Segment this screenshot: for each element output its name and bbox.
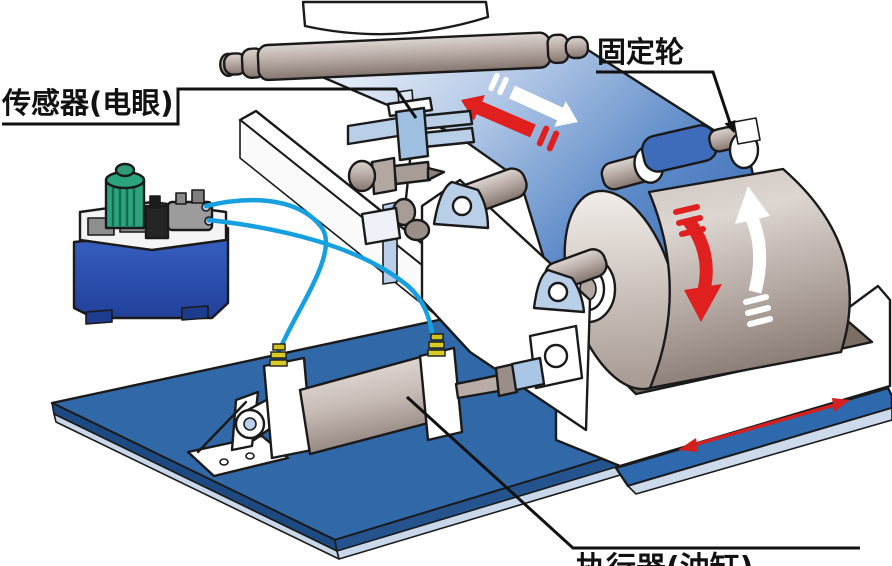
sensor-fork-lower xyxy=(420,126,476,149)
valve-block xyxy=(166,189,214,232)
hydraulic-cylinder xyxy=(186,333,546,478)
guide-roller xyxy=(219,31,590,82)
junction-box xyxy=(144,204,170,240)
rail-double-arrow xyxy=(678,398,850,452)
web-white-arrow-dashes xyxy=(488,72,509,96)
hose-right xyxy=(206,217,436,341)
edge-sensor xyxy=(346,89,476,246)
web-direction-arrows xyxy=(461,72,578,152)
hydraulic-power-unit xyxy=(72,162,230,325)
fixed-wheel-label: 固定轮 xyxy=(597,35,684,69)
fixed-wheel xyxy=(640,117,761,173)
oil-tank xyxy=(72,226,230,320)
frame-bearing-2 xyxy=(532,248,608,314)
fixed-wheel-callout-arrowhead xyxy=(724,120,736,133)
adjustment-knob xyxy=(347,156,446,196)
web-white-arrow xyxy=(509,85,578,127)
sensor-callout-line xyxy=(2,87,418,126)
left-port-fitting xyxy=(269,343,288,367)
actuator-label: 执行器(油缸) xyxy=(576,551,753,566)
frame-bearing-1 xyxy=(432,167,528,230)
web-red-arrow-dashes xyxy=(536,125,560,152)
web-red-arrow xyxy=(461,95,536,138)
hose-left xyxy=(203,197,329,359)
sensor-label: 传感器(电眼) xyxy=(1,86,174,120)
carriage-frame xyxy=(420,167,608,432)
fixed-wheel-callout-line xyxy=(596,70,733,127)
hydraulic-hoses xyxy=(203,197,436,359)
travel-rail xyxy=(614,386,892,495)
actuator-callout-line xyxy=(405,395,860,550)
piston-rod xyxy=(454,356,546,400)
right-port-fitting xyxy=(427,333,446,357)
electric-motor xyxy=(104,162,146,230)
callouts: 传感器(电眼) 固定轮 执行器(油缸) xyxy=(1,35,860,566)
top-sheet xyxy=(301,0,490,36)
drum-rotation-arrows xyxy=(673,186,773,327)
sensor-fork-left xyxy=(346,116,400,146)
